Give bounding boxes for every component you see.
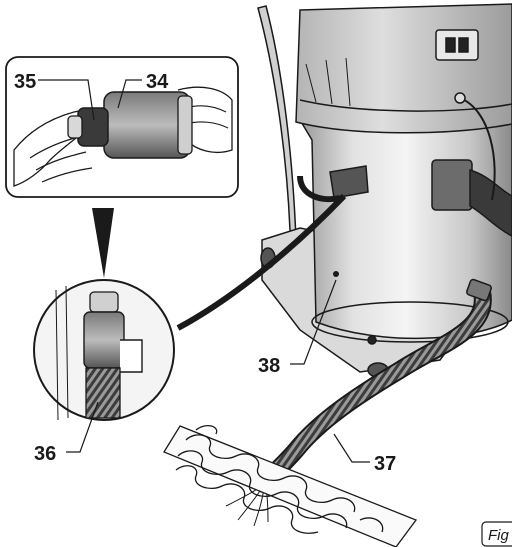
callout-37: 37 — [374, 453, 396, 475]
figure-label: Fig — [488, 527, 509, 544]
leader-36 — [66, 401, 99, 453]
suction-hose-stub — [469, 168, 512, 237]
floor-drain-grate — [163, 424, 418, 547]
detail-pointer — [92, 208, 114, 278]
leader-dot — [333, 271, 339, 277]
leader-37 — [333, 433, 370, 463]
tank-bottom-rim — [311, 301, 509, 343]
coupling-body — [103, 91, 191, 159]
suction-inlet — [431, 159, 473, 211]
coiled-hose — [85, 367, 121, 419]
inset-coupling-detail — [5, 56, 239, 198]
power-switch-icon — [458, 37, 469, 53]
callout-34: 34 — [146, 71, 169, 93]
vacuum-cleaner — [257, 3, 512, 378]
figure-label-box — [481, 521, 512, 547]
connector-cable — [176, 193, 347, 331]
leader-38 — [290, 279, 337, 365]
callout-35: 35 — [14, 71, 36, 93]
circle-detail — [33, 279, 175, 421]
callout-38: 38 — [258, 355, 280, 377]
drain-fitting-cap — [89, 291, 119, 313]
drain-hose-ribs — [257, 285, 490, 491]
push-handle — [257, 5, 297, 241]
tank-latch — [329, 165, 369, 199]
drain-fitting — [83, 311, 125, 369]
callout-36: 36 — [34, 443, 56, 465]
power-switch-icon — [445, 37, 456, 53]
hose-coupling — [466, 278, 492, 302]
switch-panel — [435, 29, 479, 61]
